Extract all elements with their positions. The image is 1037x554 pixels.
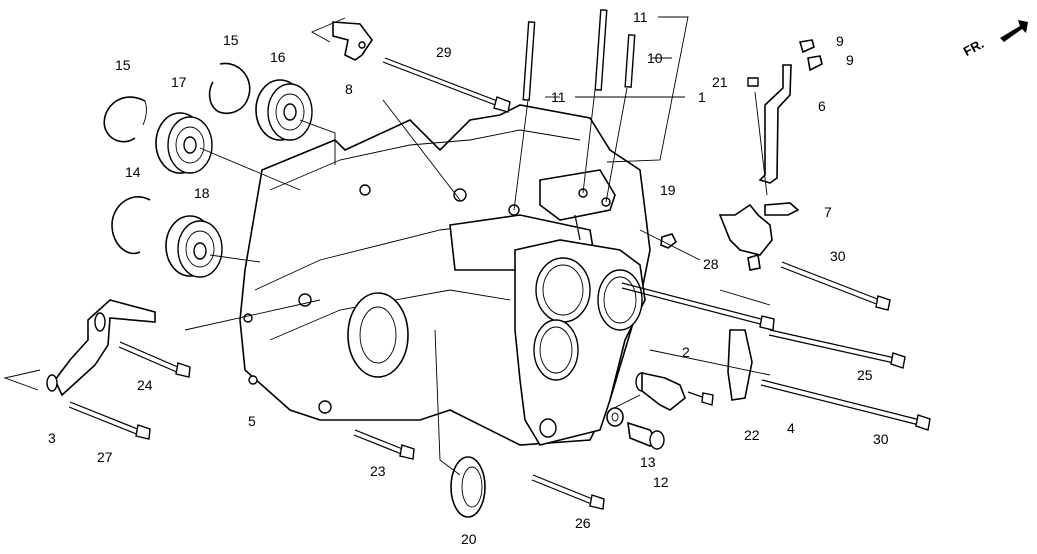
part-label-9: 9: [846, 52, 854, 68]
stud-bolt-11-left: [513, 21, 536, 211]
part-label-13: 13: [640, 454, 656, 470]
part-label-2: 2: [682, 344, 690, 360]
part-label-12: 12: [653, 474, 669, 490]
clip-9-lower: [807, 55, 823, 72]
bolt-23: [353, 429, 415, 460]
guide-lines: [184, 99, 771, 476]
part-label-15: 15: [223, 32, 239, 48]
part-label-1: 1: [698, 89, 706, 105]
part-label-27: 27: [97, 449, 113, 465]
part-label-26: 26: [575, 515, 591, 531]
washer-13: [606, 407, 624, 427]
oil-seal-20: [450, 456, 486, 518]
bearing-18: [165, 215, 223, 278]
part-label-3: 3: [48, 430, 56, 446]
part-label-15: 15: [115, 57, 131, 73]
transmission-case: [239, 104, 651, 446]
part-label-23: 23: [370, 463, 386, 479]
part-label-28: 28: [703, 256, 719, 272]
part-label-5: 5: [248, 413, 256, 429]
part-label-14: 14: [125, 164, 141, 180]
bearing-17: [155, 112, 213, 174]
bracket-8: [310, 17, 373, 61]
stud-bolt-10: [605, 34, 636, 203]
bracket-4: [727, 329, 753, 401]
plug-12: [627, 421, 665, 450]
bolt-22: [687, 391, 714, 406]
snap-ring-14: [111, 196, 151, 255]
snap-ring-15-left: [103, 96, 147, 143]
front-direction-arrow-icon: [1000, 20, 1028, 42]
part-label-7: 7: [824, 204, 832, 220]
bolt-29: [382, 57, 511, 113]
stud-bolt-11-center: [582, 9, 608, 194]
shift-arm-6: [758, 64, 792, 184]
part-label-8: 8: [345, 81, 353, 97]
nut-19: [660, 233, 678, 249]
bolt-25: [768, 329, 906, 369]
bolt-21: [747, 77, 768, 196]
part-label-21: 21: [712, 74, 728, 90]
bearing-16: [255, 79, 313, 141]
part-label-30: 30: [873, 431, 889, 447]
bolt-26: [531, 474, 605, 510]
snap-ring-15-right: [208, 62, 251, 115]
part-label-25: 25: [857, 367, 873, 383]
part-label-9: 9: [836, 33, 844, 49]
bolt-28: [621, 282, 775, 331]
part-label-11: 11: [551, 89, 566, 105]
part-label-11: 11: [633, 9, 648, 25]
clip-9-upper: [798, 39, 815, 54]
bracket-3: [3, 299, 156, 397]
part-label-18: 18: [194, 185, 210, 201]
part-label-10: 10: [647, 50, 663, 66]
part-label-30: 30: [830, 248, 846, 264]
plate-7: [764, 202, 800, 216]
bolt-30-lower: [760, 379, 931, 431]
part-label-6: 6: [818, 98, 826, 114]
shaft-2: [635, 372, 686, 411]
part-label-24: 24: [137, 377, 153, 393]
bolt-30-upper: [780, 261, 891, 311]
part-label-17: 17: [171, 74, 187, 90]
leader-bracket-1: [606, 16, 689, 163]
bolt-24: [118, 341, 191, 378]
part-label-4: 4: [787, 420, 795, 436]
part-label-20: 20: [461, 531, 477, 547]
part-label-22: 22: [744, 427, 760, 443]
part-label-19: 19: [660, 182, 676, 198]
part-label-29: 29: [436, 44, 452, 60]
part-label-16: 16: [270, 49, 286, 65]
bolt-27: [68, 401, 151, 440]
lever-assembly: [718, 203, 773, 271]
